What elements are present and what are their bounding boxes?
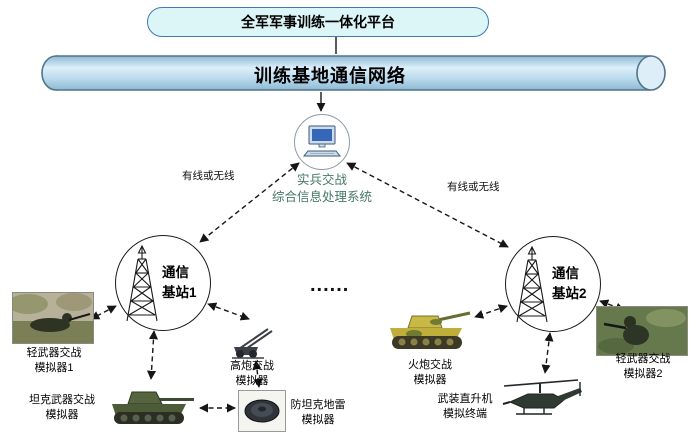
light-weapon-simulator-2-image — [596, 306, 688, 356]
processing-system-node — [294, 114, 350, 170]
artillery-simulator-label: 火炮交战 模拟器 — [392, 358, 468, 387]
line-station1-lightweapon1 — [90, 305, 117, 320]
link-label-right: 有线或无线 — [447, 181, 500, 193]
label-line2: 模拟器 — [413, 373, 447, 386]
line-station1-aagun — [207, 302, 250, 321]
platform-box: 全军军事训练一体化平台 — [147, 7, 489, 37]
base-station-1-node: 通信 基站1 — [115, 235, 211, 331]
aa-gun-simulator-label: 高炮交战 模拟器 — [214, 359, 290, 388]
mine-simulator-image — [238, 390, 286, 432]
antenna-tower-icon — [516, 246, 548, 323]
label-line1: 高炮交战 — [230, 360, 274, 372]
label-line2: 模拟终端 — [443, 407, 487, 420]
aa-gun-simulator-image — [232, 328, 273, 359]
processing-system-label: 实兵交战 综合信息处理系统 — [244, 172, 400, 206]
link-label-left: 有线或无线 — [182, 170, 235, 182]
helicopter-terminal-image — [502, 379, 582, 415]
line-processor-station2 — [346, 162, 509, 248]
label-line1: 火炮交战 — [408, 359, 452, 371]
base-station-2-label-line2: 基站2 — [552, 285, 587, 301]
tank-simulator-label: 坦克武器交战 模拟器 — [18, 393, 106, 422]
processing-system-label-line2: 综合信息处理系统 — [271, 189, 372, 204]
line-aagun-mine — [252, 360, 263, 388]
label-line2: 模拟器 — [301, 413, 335, 426]
antenna-tower-icon — [126, 245, 158, 322]
helicopter-terminal-label: 武装直升机 模拟终端 — [430, 392, 500, 421]
line-station2-artillery — [474, 304, 508, 319]
light-weapon-simulator-1-image — [12, 292, 94, 344]
platform-label: 全军军事训练一体化平台 — [241, 14, 395, 30]
base-station-2-label-line1: 通信 — [552, 266, 579, 281]
label-line1: 武装直升机 — [437, 393, 493, 405]
light-weapon-simulator-1-label: 轻武器交战 模拟器1 — [8, 346, 100, 375]
line-station1-tank — [146, 330, 159, 380]
ellipsis-more-stations: ...... — [310, 274, 350, 296]
label-line1: 防坦克地雷 — [290, 399, 346, 411]
base-station-2-node: 通信 基站2 — [505, 236, 601, 332]
tank-simulator-image — [112, 391, 194, 424]
line-station2-helicopter — [541, 332, 554, 374]
label-line2: 模拟器 — [45, 408, 79, 421]
label-line2: 模拟器2 — [623, 367, 663, 380]
mine-simulator-label: 防坦克地雷 模拟器 — [286, 398, 350, 427]
label-line2: 模拟器 — [235, 374, 269, 387]
processing-system-label-line1: 实兵交战 — [296, 173, 347, 187]
label-line2: 模拟器1 — [34, 361, 74, 374]
base-station-1-label: 通信 基站1 — [162, 263, 208, 302]
label-line1: 轻武器交战 — [26, 347, 82, 359]
network-bus-label: 训练基地通信网络 — [254, 66, 406, 86]
base-station-2-label: 通信 基站2 — [552, 264, 598, 303]
base-station-1-label-line1: 通信 — [162, 265, 189, 280]
line-processor-station1 — [199, 162, 300, 243]
label-line1: 轻武器交战 — [615, 353, 671, 365]
light-weapon-simulator-2-label: 轻武器交战 模拟器2 — [600, 352, 686, 381]
network-bus — [41, 55, 666, 91]
artillery-simulator-image — [390, 311, 471, 349]
label-line1: 坦克武器交战 — [29, 394, 95, 406]
base-station-1-label-line2: 基站1 — [162, 284, 197, 300]
computer-icon — [302, 125, 342, 157]
